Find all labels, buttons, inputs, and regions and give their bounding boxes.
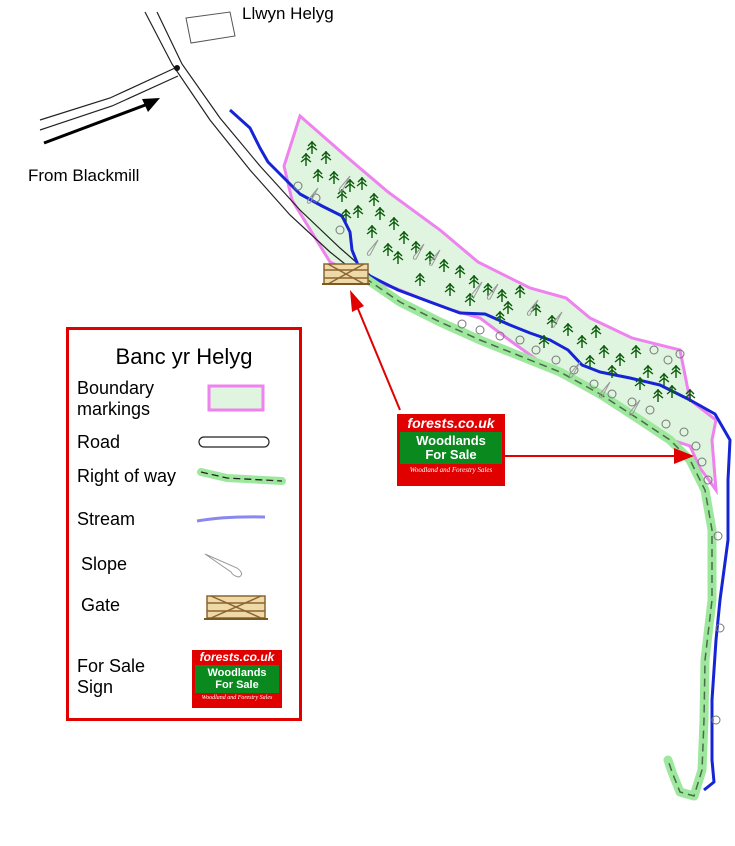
legend-item-stream: Stream [77,509,136,529]
for-sale-sign-legend: forests.co.uk Woodlands For Sale Woodlan… [192,650,282,708]
house-label: Llwyn Helyg [242,4,334,23]
sign-brand: forests.co.uk [407,415,495,431]
legend-item-road: Road [77,432,121,452]
legend-title: Banc yr Helyg [115,344,253,369]
for-sale-sign-map: forests.co.uk Woodlands For Sale Woodlan… [397,414,505,486]
boundary-rectangle-icon [207,384,265,412]
gate-icon [322,263,370,285]
slope-marker-icon [204,553,243,578]
legend-item-boundary: Boundary markings [77,378,155,419]
slope-markers [306,175,641,416]
sign-footer: Woodland and Forestry Sales [409,466,493,474]
stream-line-icon [196,515,266,523]
road-main [144,11,346,265]
sign-arrow-to-gate [355,303,401,411]
legend-item-for-sale-sign: For Sale Sign [77,656,146,697]
legend-item-gate: Gate [81,595,121,615]
gate-legend-icon [204,595,268,620]
road-from-blackmill [39,67,176,121]
legend-item-right-of-way: Right of way [77,466,177,486]
from-blackmill-label: From Blackmill [28,166,140,185]
legend: Banc yr Helyg Boundary markings Road Rig… [66,327,302,721]
woodland-trees [300,141,696,402]
from-blackmill-arrow [43,102,149,145]
right-of-way-line-icon [197,468,286,485]
road-line-icon [198,436,270,448]
house-llwyn-helyg [185,11,236,44]
legend-item-slope: Slope [81,554,128,574]
deciduous-trees [293,181,725,725]
sign-panel: Woodlands For Sale [400,432,502,464]
